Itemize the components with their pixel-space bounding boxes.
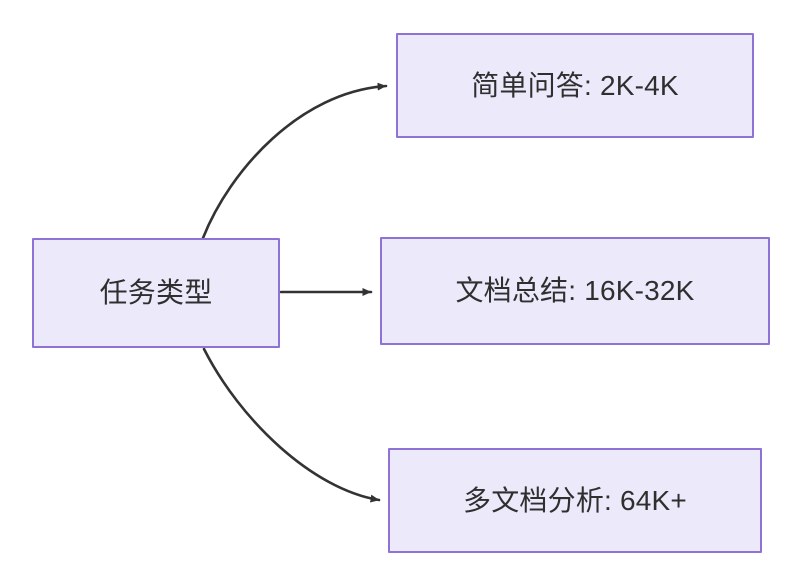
node-doc-summary[interactable]: 文档总结: 16K-32K xyxy=(380,237,770,345)
node-multi-doc-label: 多文档分析: 64K+ xyxy=(463,484,687,516)
edge-root-to-simple-qa xyxy=(201,82,388,240)
node-simple-qa[interactable]: 简单问答: 2K-4K xyxy=(396,33,754,138)
node-doc-summary-label: 文档总结: 16K-32K xyxy=(455,275,695,307)
node-multi-doc[interactable]: 多文档分析: 64K+ xyxy=(388,448,762,553)
node-simple-qa-label: 简单问答: 2K-4K xyxy=(471,69,679,101)
edge-root-to-multi-doc xyxy=(202,347,381,503)
node-task-type[interactable]: 任务类型 xyxy=(32,238,280,348)
node-task-type-label: 任务类型 xyxy=(99,277,213,309)
